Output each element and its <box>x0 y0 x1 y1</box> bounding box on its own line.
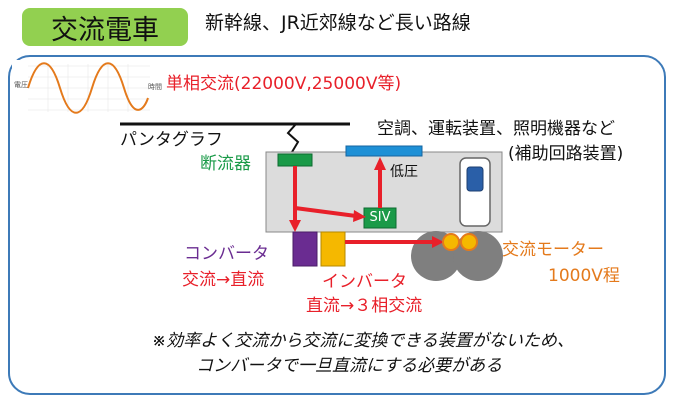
subtitle: 新幹線、JR近郊線など長い路線 <box>205 12 471 34</box>
arrow-to-siv <box>294 206 357 218</box>
title-badge: 交流電車 <box>22 8 188 46</box>
inverter-box <box>320 231 346 267</box>
aux-label: 空調、運転装置、照明機器など <box>377 119 615 139</box>
aux-sublabel: (補助回路装置) <box>508 144 624 164</box>
breaker-box <box>277 153 313 167</box>
window-icon <box>466 166 484 192</box>
inverter-desc: 直流→３相交流 <box>306 296 423 316</box>
converter-box <box>292 231 318 267</box>
arrowhead-up <box>374 157 386 170</box>
motor-voltage: 1000V程 <box>548 266 620 286</box>
note-line-2: コンバータで一旦直流にする必要がある <box>196 356 503 376</box>
page-title: 交流電車 <box>51 14 159 46</box>
diagram-frame <box>8 55 666 395</box>
graph-gridlines <box>28 64 150 112</box>
aux-equipment-box <box>345 145 423 157</box>
motor-label: 交流モーター <box>502 240 604 260</box>
siv-label: SIV <box>369 210 391 225</box>
sine-wave <box>27 62 149 114</box>
graph-y-label: 電圧 <box>14 81 28 89</box>
note-line-1: ※効率よく交流から交流に変換できる装置がないため、 <box>152 331 574 351</box>
wheel-right <box>453 231 503 281</box>
arrowhead-down <box>289 220 301 232</box>
motor-right-icon <box>460 233 478 251</box>
pantograph-label: パンタグラフ <box>120 130 223 150</box>
arrowhead-right <box>432 236 444 248</box>
graph-x-label: 時間 <box>148 83 162 91</box>
power-flow-arrows <box>289 157 444 248</box>
motor-left-icon <box>442 233 460 251</box>
converter-desc: 交流→直流 <box>182 270 265 290</box>
inverter-label: インバータ <box>322 272 407 292</box>
low-voltage-label: 低圧 <box>390 164 418 180</box>
arrowhead-siv <box>353 210 366 222</box>
pantograph-icon <box>286 123 300 153</box>
breaker-label: 断流器 <box>200 154 251 174</box>
ac-waveform-graph <box>12 60 162 116</box>
converter-label: コンバータ <box>184 244 269 264</box>
supply-label: 単相交流(22000V,25000V等) <box>166 74 402 94</box>
